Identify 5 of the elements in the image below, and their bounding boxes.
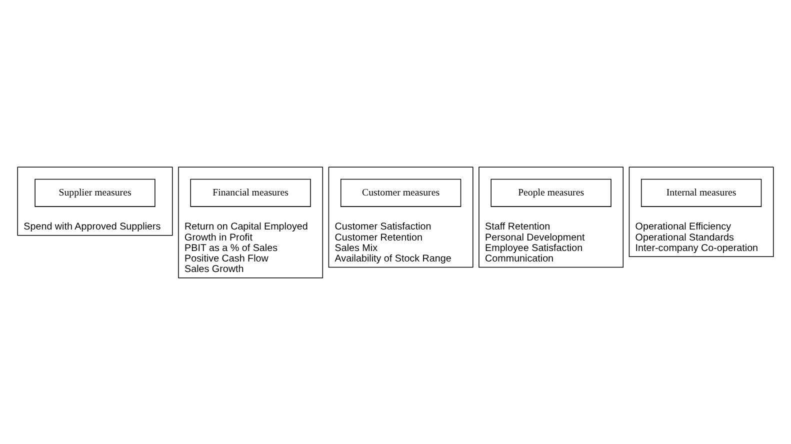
node-box: Customer measures: [340, 178, 462, 206]
node-box: Financial measures: [190, 178, 311, 206]
node-box: Internal measures: [640, 178, 762, 206]
node-box: Supplier measures: [34, 178, 156, 206]
node-box: People measures: [490, 178, 612, 206]
